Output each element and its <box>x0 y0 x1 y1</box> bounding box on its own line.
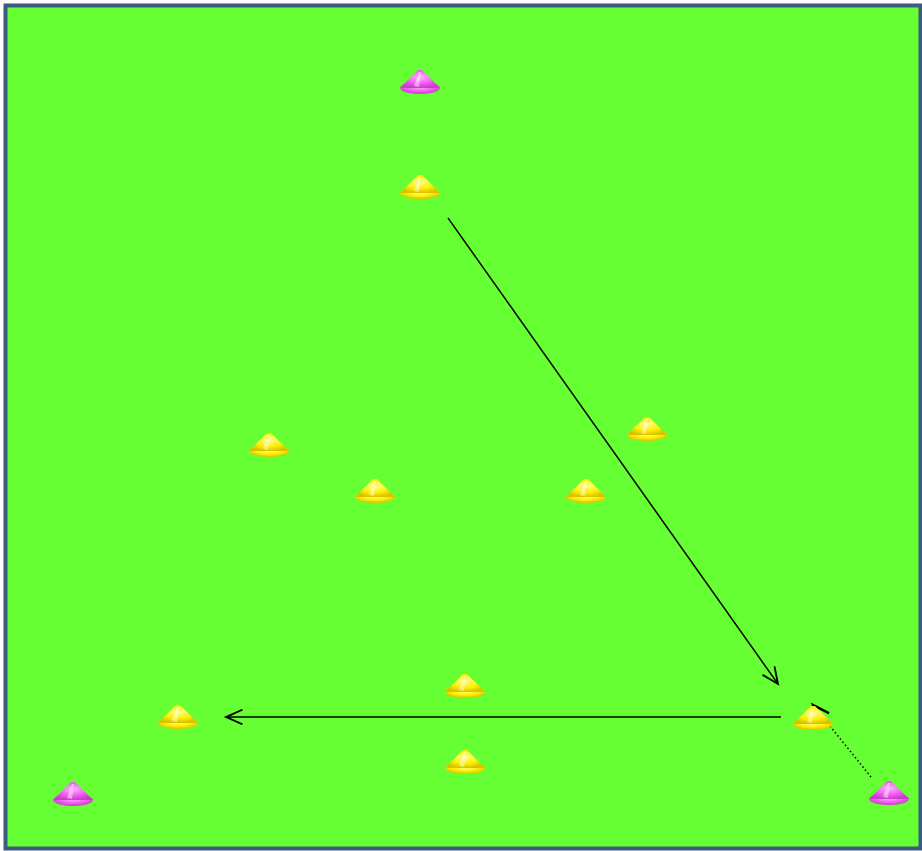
pitch-surface <box>6 6 921 849</box>
